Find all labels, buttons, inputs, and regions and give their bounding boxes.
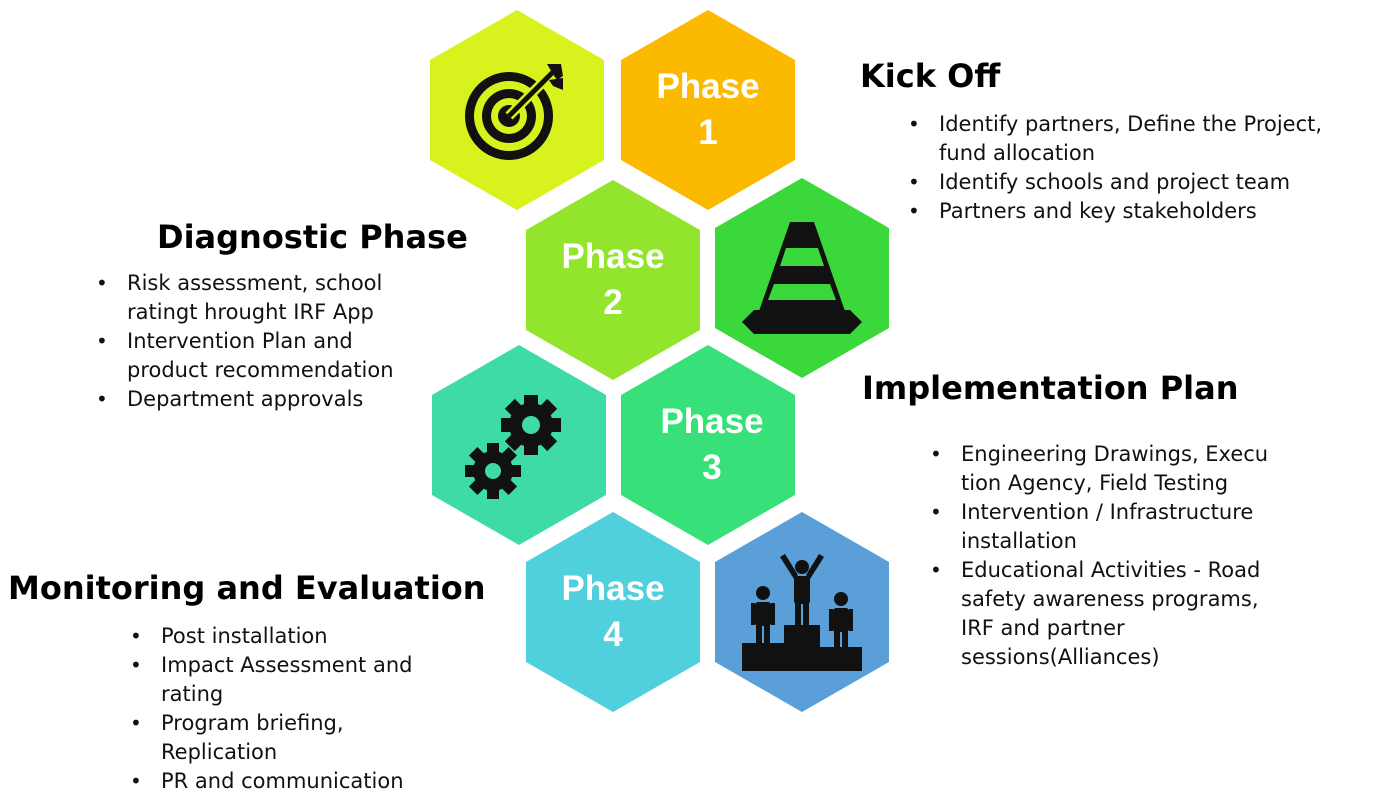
- phase-4-number: 4: [603, 615, 623, 654]
- kickoff-list: Identify partners, Define the Project, f…: [908, 110, 1363, 226]
- diagnostic-list: Risk assessment, school ratingt hrought …: [96, 269, 426, 414]
- phase-1-label: Phase 1: [656, 64, 759, 156]
- monitoring-item-1: Post installation: [130, 622, 460, 651]
- diagnostic-item-1: Risk assessment, school ratingt hrought …: [96, 269, 426, 327]
- phase-1-number: 1: [698, 113, 718, 152]
- monitoring-list: Post installation Impact Assessment and …: [130, 622, 460, 796]
- kickoff-item-2: Identify schools and project team: [908, 168, 1363, 197]
- phase-1-word: Phase: [656, 67, 760, 106]
- phase-3-number: 3: [702, 448, 722, 487]
- phase-2-label: Phase 2: [561, 234, 664, 326]
- hex-phase-1: Phase 1: [621, 10, 795, 210]
- gears-icon: [459, 385, 579, 505]
- implementation-title: Implementation Plan: [862, 369, 1239, 407]
- kickoff-item-3: Partners and key stakeholders: [908, 197, 1363, 226]
- hex-target: [430, 10, 604, 210]
- hex-gears: [432, 345, 606, 545]
- hex-cone: [715, 178, 889, 378]
- monitoring-item-2: Impact Assessment and rating: [130, 651, 460, 709]
- implementation-item-3: Educational Activities - Road safety awa…: [930, 556, 1290, 672]
- kickoff-title: Kick Off: [860, 57, 1001, 95]
- hex-phase-2: Phase 2: [526, 180, 700, 380]
- target-icon: [457, 50, 577, 170]
- implementation-item-1: Engineering Drawings, Execu tion Agency,…: [930, 440, 1290, 498]
- diagnostic-title: Diagnostic Phase: [157, 218, 468, 256]
- diagnostic-item-2: Intervention Plan and product recommenda…: [96, 327, 426, 385]
- phase-4-label: Phase 4: [561, 566, 664, 658]
- kickoff-item-1: Identify partners, Define the Project, f…: [908, 110, 1363, 168]
- phase-4-word: Phase: [561, 569, 665, 608]
- phase-2-number: 2: [603, 283, 623, 322]
- hex-phase-4: Phase 4: [526, 512, 700, 712]
- hex-podium: [715, 512, 889, 712]
- monitoring-title: Monitoring and Evaluation: [8, 569, 486, 607]
- hex-phase-3: Phase 3: [621, 345, 795, 545]
- implementation-list: Engineering Drawings, Execu tion Agency,…: [930, 440, 1290, 672]
- implementation-item-2: Intervention / Infrastructure installati…: [930, 498, 1290, 556]
- phase-3-word: Phase: [660, 402, 764, 441]
- traffic-cone-icon: [742, 218, 862, 338]
- podium-icon: [740, 553, 864, 671]
- phase-2-word: Phase: [561, 237, 665, 276]
- phase-3-label: Phase 3: [652, 399, 763, 491]
- monitoring-item-4: PR and communication: [130, 767, 460, 796]
- diagnostic-item-3: Department approvals: [96, 385, 426, 414]
- monitoring-item-3: Program briefing, Replication: [130, 709, 460, 767]
